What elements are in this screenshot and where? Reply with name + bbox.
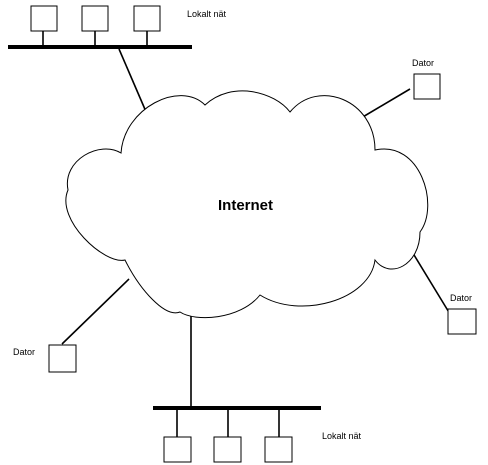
computer-left-box (48, 344, 77, 373)
top-node-1 (30, 5, 58, 32)
computer-top-right: Dator (412, 58, 441, 100)
bottom-network-label: Lokalt nät (322, 431, 362, 441)
left-computer-link (61, 278, 130, 345)
internet-label: Internet (218, 197, 273, 214)
top-local-network: Lokalt nät (8, 5, 227, 49)
internet-cloud (65, 90, 429, 319)
computer-right: Dator (447, 293, 477, 335)
top-node-3 (133, 5, 161, 32)
bottom-node-1 (163, 436, 192, 463)
bottom-node-2 (213, 436, 242, 463)
computer-top-right-box (413, 73, 441, 100)
computer-right-label: Dator (450, 293, 472, 303)
computer-top-right-label: Dator (412, 58, 434, 68)
bottom-node-3 (264, 436, 293, 463)
top-right-computer-link (355, 88, 411, 122)
top-network-label: Lokalt nät (187, 9, 227, 19)
computer-left: Dator (13, 344, 77, 373)
computer-left-label: Dator (13, 347, 35, 357)
right-computer-link (410, 249, 451, 315)
top-network-uplink (118, 48, 148, 115)
top-node-2 (81, 5, 109, 32)
bottom-local-network: Lokalt nät (153, 406, 362, 463)
computer-right-box (447, 308, 477, 335)
